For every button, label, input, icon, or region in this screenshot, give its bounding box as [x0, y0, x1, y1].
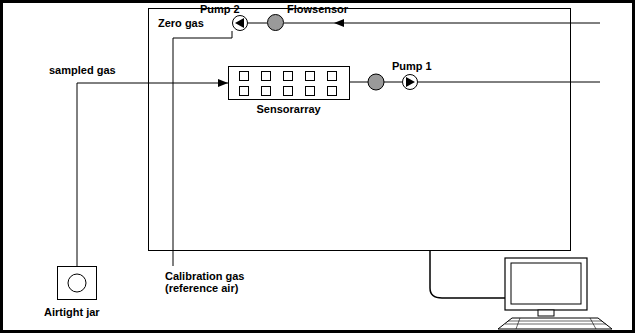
sensor-cell: [262, 87, 271, 96]
sensor-cell: [284, 87, 293, 96]
sensor-array-node: Sensorarray: [228, 66, 350, 115]
node-label: Flowsensor: [287, 3, 348, 15]
calibration-line: [173, 31, 232, 266]
pump-node: Pump 1: [392, 60, 432, 90]
sensor-cell: [328, 72, 337, 81]
node-label: Airtight jar: [44, 306, 100, 318]
gas-label: Calibration gas (reference air): [165, 270, 265, 294]
flow-sensor-node: Flowsensor: [267, 3, 349, 31]
monitor: [505, 258, 587, 310]
gas-label: Zero gas: [158, 17, 204, 29]
zero-gas-inlet-line: [284, 23, 600, 24]
gas-line: [77, 83, 228, 266]
exhaust-line: [418, 82, 600, 83]
sensor-cells: [229, 67, 349, 99]
pump-symbol-outline: [232, 15, 248, 31]
instrument-housing: [149, 9, 571, 251]
node-label: Pump 2: [200, 3, 240, 15]
pump-triangle: [406, 77, 415, 87]
airtight-jar: [57, 266, 97, 300]
pump-symbol-outline: [402, 74, 418, 90]
pump-symbol: [402, 74, 418, 90]
sensor-circle: [268, 15, 284, 31]
data-cable: [430, 250, 505, 298]
keyboard: [498, 318, 612, 329]
pump-symbol: [232, 15, 248, 31]
sensor-cell: [284, 72, 293, 81]
pump-node: Pump 2: [200, 3, 248, 31]
sensor-array-box: [228, 66, 350, 100]
sensor-cell: [240, 87, 249, 96]
sensor-cell: [240, 72, 249, 81]
jar-lid: [58, 267, 96, 299]
monitor-screen: [511, 263, 581, 304]
sensor-cell: [328, 87, 337, 96]
pump-circle: [403, 75, 418, 90]
jar-circle: [68, 274, 86, 292]
jar-node: Airtight jar: [44, 266, 100, 318]
gas-line: [248, 23, 267, 24]
sensor-cell: [306, 72, 315, 81]
pump-triangle: [235, 18, 244, 28]
sensor-cell: [262, 72, 271, 81]
edge-label: sampled gas: [48, 64, 117, 76]
flow-sensor-symbol: [368, 74, 384, 90]
sensor-cell: [306, 87, 315, 96]
connectors: [77, 23, 402, 266]
flow-sensor-symbol-outline: [267, 14, 284, 31]
monitor-stand: [538, 310, 554, 316]
flow-sensor-symbol: [267, 14, 284, 31]
node-label: Pump 1: [392, 60, 432, 72]
pump-circle: [233, 16, 248, 31]
keyboard-keys: [505, 318, 606, 329]
flow-arrow: [334, 19, 344, 27]
node-label: Sensorarray: [257, 103, 321, 115]
